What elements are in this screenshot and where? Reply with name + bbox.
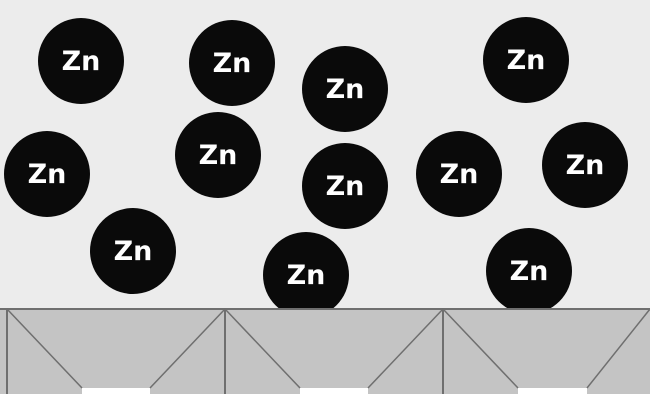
zinc-atom: Zn [189, 20, 275, 106]
tray-base [0, 308, 650, 394]
zinc-atom: Zn [4, 131, 90, 217]
tray-cell [224, 308, 444, 394]
atom-label: Zn [565, 149, 605, 181]
zinc-atom: Zn [302, 143, 388, 229]
tray-cell [6, 308, 226, 394]
tray-bevel-right [149, 308, 226, 389]
tray-bevel-left [442, 308, 519, 389]
zinc-atom: Zn [263, 232, 349, 318]
atom-label: Zn [198, 139, 238, 171]
tray-slot [300, 388, 368, 394]
atom-label: Zn [509, 255, 549, 287]
tray-slot [82, 388, 150, 394]
tray-slot [518, 388, 587, 394]
tray-bevel-left [224, 308, 301, 389]
atom-label: Zn [325, 73, 365, 105]
atom-label: Zn [61, 45, 101, 77]
tray-bevel-right [586, 308, 650, 389]
tray-cell [442, 308, 650, 394]
tray-row [0, 308, 650, 394]
atom-label: Zn [113, 235, 153, 267]
atom-label: Zn [286, 259, 326, 291]
tray-bevel-left [6, 308, 83, 389]
zinc-atom: Zn [542, 122, 628, 208]
zinc-atom: Zn [486, 228, 572, 314]
zinc-atom: Zn [175, 112, 261, 198]
zinc-atom: Zn [302, 46, 388, 132]
zinc-atom: Zn [90, 208, 176, 294]
atom-label: Zn [27, 158, 67, 190]
atom-label: Zn [212, 47, 252, 79]
tray-bevel-right [367, 308, 444, 389]
atom-label: Zn [439, 158, 479, 190]
zinc-atom: Zn [483, 17, 569, 103]
zinc-atom: Zn [38, 18, 124, 104]
atom-label: Zn [506, 44, 546, 76]
atom-label: Zn [325, 170, 365, 202]
zinc-atom: Zn [416, 131, 502, 217]
